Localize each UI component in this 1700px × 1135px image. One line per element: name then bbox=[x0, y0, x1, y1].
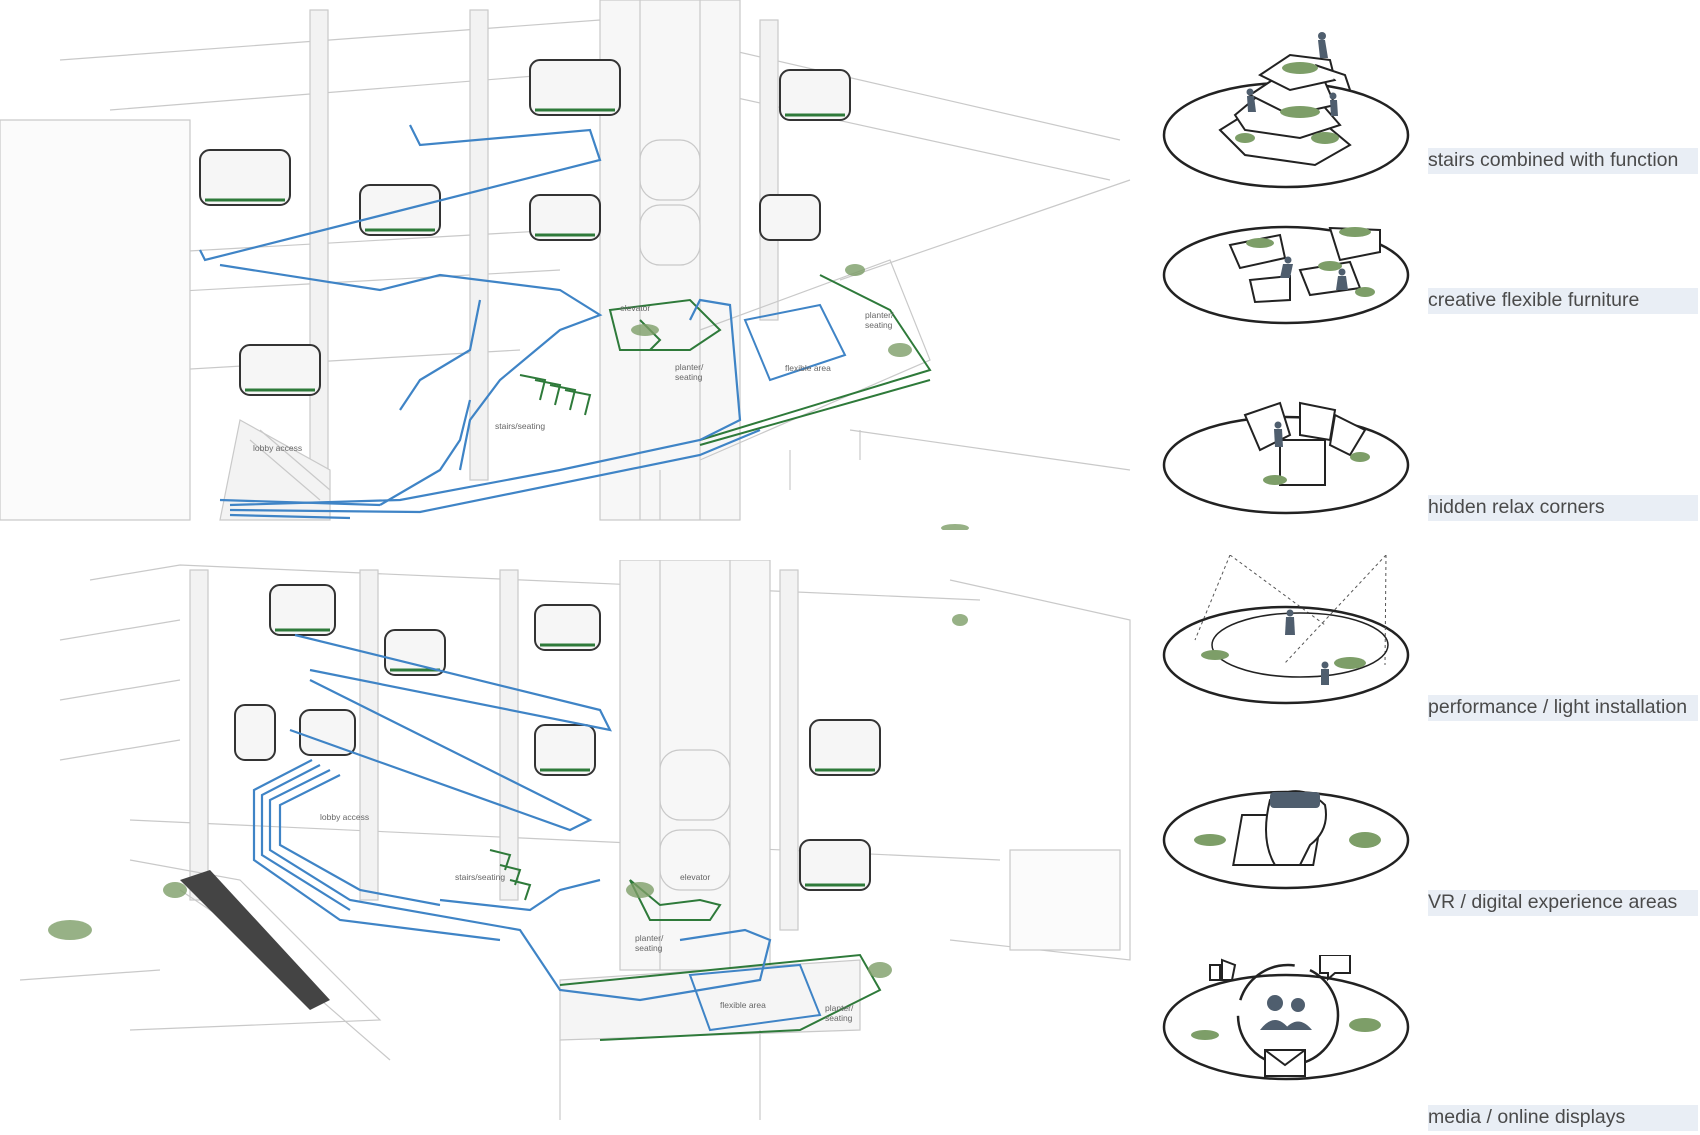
entrance-canopy bbox=[180, 870, 330, 1010]
label-planter-right: planter/ seating bbox=[865, 310, 896, 330]
caption-performance: performance / light installation bbox=[1428, 695, 1698, 721]
window-pods bbox=[199, 59, 851, 396]
social-media-icon bbox=[1162, 955, 1410, 1081]
feature-hidden-relax: hidden relax corners bbox=[1150, 395, 1700, 575]
circulation-paths bbox=[199, 124, 761, 520]
label-flexible-area: flexible area bbox=[785, 363, 831, 373]
label-planter-center: planter/ seating bbox=[635, 933, 666, 953]
feature-media-displays: media / online displays bbox=[1150, 955, 1700, 1135]
feature-stairs-combined: stairs combined with function bbox=[1150, 20, 1700, 200]
planting bbox=[48, 614, 968, 978]
planter-edges bbox=[519, 274, 932, 446]
label-lobby-access: lobby access bbox=[253, 443, 302, 453]
caption-hidden-relax: hidden relax corners bbox=[1428, 495, 1698, 521]
circulation-paths bbox=[252, 633, 772, 1002]
relax-pods-icon bbox=[1162, 401, 1410, 515]
feature-vr-digital: VR / digital experience areas bbox=[1150, 770, 1700, 950]
flexible-area-outline bbox=[743, 303, 847, 382]
label-lobby-access: lobby access bbox=[320, 812, 369, 822]
caption-stairs-combined: stairs combined with function bbox=[1428, 148, 1698, 174]
caption-vr-digital: VR / digital experience areas bbox=[1428, 890, 1698, 916]
label-stairs-seating: stairs/seating bbox=[495, 421, 545, 431]
upper-axonometric-view: elevator planter/ seating planter/ seati… bbox=[0, 0, 1140, 530]
feature-flexible-furniture: creative flexible furniture bbox=[1150, 200, 1700, 380]
label-planter-center: planter/ seating bbox=[675, 362, 706, 382]
caption-flexible-furniture: creative flexible furniture bbox=[1428, 288, 1698, 314]
label-elevator: elevator bbox=[620, 303, 650, 313]
lower-axonometric-view: lobby access stairs/seating elevator pla… bbox=[0, 560, 1140, 1133]
stairs-planter-icon bbox=[1162, 32, 1410, 189]
planting bbox=[631, 264, 969, 530]
label-stairs-seating: stairs/seating bbox=[455, 872, 505, 882]
label-elevator: elevator bbox=[680, 872, 710, 882]
window-pods bbox=[234, 584, 881, 891]
label-planter-right: planter/ seating bbox=[825, 1003, 856, 1023]
caption-media-displays: media / online displays bbox=[1428, 1105, 1698, 1131]
modular-furniture-icon bbox=[1162, 225, 1410, 325]
vr-headset-phone-icon bbox=[1162, 790, 1410, 890]
label-flexible-area: flexible area bbox=[720, 1000, 766, 1010]
planter-edges bbox=[489, 849, 882, 1041]
feature-performance: performance / light installation bbox=[1150, 555, 1700, 735]
spotlight-performer-icon bbox=[1162, 555, 1410, 705]
